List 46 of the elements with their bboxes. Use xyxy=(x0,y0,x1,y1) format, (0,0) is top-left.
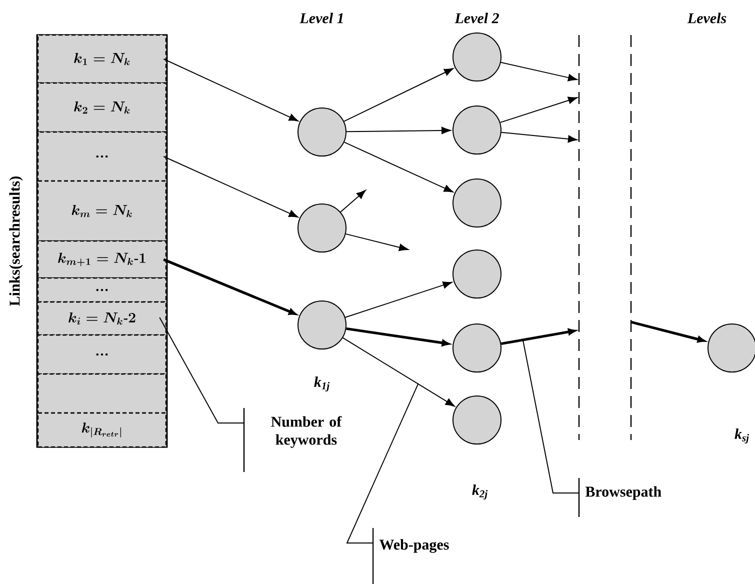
callout-text: Number of keywords xyxy=(243,408,342,472)
list-cell: $k_{|R_{retr}|}$ xyxy=(37,412,167,448)
arrow xyxy=(163,58,298,122)
arrow xyxy=(346,327,450,346)
arrow xyxy=(340,190,366,212)
page-circle xyxy=(708,324,755,372)
page-circle xyxy=(298,300,346,350)
node-caption: k$_{1j}$ xyxy=(314,376,330,392)
list-cell: $...$ xyxy=(37,334,167,375)
page-circle xyxy=(452,178,502,228)
page-circle xyxy=(298,204,346,252)
callout-text: Browsepath xyxy=(578,478,662,517)
node-label: Links(searchresults) xyxy=(9,176,23,306)
callout-text: Web-pages xyxy=(372,528,449,584)
arrow xyxy=(346,126,451,134)
list-cell: $k_1=N_k$ xyxy=(37,34,167,84)
arrow xyxy=(163,156,298,218)
page-circle xyxy=(452,250,502,298)
list-cell: $k_2=N_k$ xyxy=(37,82,167,133)
arrow xyxy=(344,281,452,318)
level-heading: Level 1 xyxy=(300,12,343,24)
list-cell: $k_m=N_k$ xyxy=(37,180,167,242)
page-circle xyxy=(452,106,502,154)
arrow xyxy=(344,142,454,192)
arrow xyxy=(342,337,455,407)
list-cell: $k_{i}=N_k\text{-}2$ xyxy=(37,301,167,336)
list-cell: $...$ xyxy=(37,277,167,303)
page-circle xyxy=(452,396,502,444)
arrow xyxy=(345,233,408,251)
leader-line xyxy=(346,383,419,544)
list-cell: $...$ xyxy=(37,131,167,182)
list-cell: $k_{m+1}=N_k\text{-}1$ xyxy=(37,240,167,279)
empty-cell xyxy=(37,373,167,414)
node-caption: k$_{2j}$ xyxy=(472,484,488,500)
arrow xyxy=(163,258,296,315)
page-circle xyxy=(298,108,346,156)
node-caption: k$_{sj}$ xyxy=(734,428,750,444)
leader-line xyxy=(522,339,580,494)
arrow xyxy=(500,62,578,82)
level-heading: Levels xyxy=(687,12,726,24)
arrow xyxy=(500,132,578,143)
arrow xyxy=(500,96,578,123)
page-circle xyxy=(452,324,502,372)
leader-line xyxy=(159,317,244,424)
page-circle xyxy=(452,32,502,82)
arrow xyxy=(344,68,454,122)
